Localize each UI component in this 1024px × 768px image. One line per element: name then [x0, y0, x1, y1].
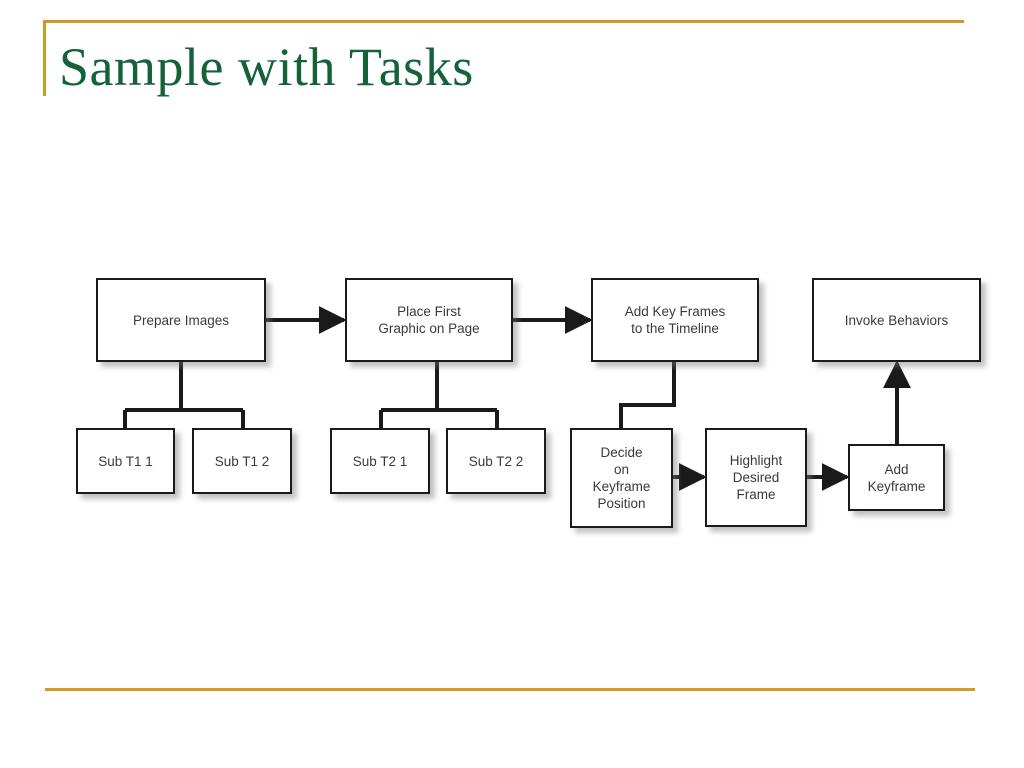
flow-node-add-key-frames[interactable]: Add Key Frames to the Timeline — [591, 278, 759, 362]
flow-node-sub-t2-1[interactable]: Sub T2 1 — [330, 428, 430, 494]
flow-node-place-first-graphic[interactable]: Place First Graphic on Page — [345, 278, 513, 362]
flow-node-invoke-behaviors[interactable]: Invoke Behaviors — [812, 278, 981, 362]
flow-node-add-keyframe[interactable]: Add Keyframe — [848, 444, 945, 511]
title-rule-left — [43, 20, 46, 96]
page-title: Sample with Tasks — [59, 37, 474, 97]
connector-addkeyframes-to-decide — [619, 362, 676, 428]
flow-node-sub-t2-2[interactable]: Sub T2 2 — [446, 428, 546, 494]
flow-node-highlight-desired-frame[interactable]: Highlight Desired Frame — [705, 428, 807, 527]
flow-node-prepare-images[interactable]: Prepare Images — [96, 278, 266, 362]
flow-node-sub-t1-1[interactable]: Sub T1 1 — [76, 428, 175, 494]
connector-place-tree — [379, 362, 499, 428]
flow-node-decide-on-keyframe-position[interactable]: Decide on Keyframe Position — [570, 428, 673, 528]
connector-prepare-tree — [123, 362, 245, 428]
title-rule-top — [43, 20, 964, 23]
footer-rule — [45, 688, 975, 691]
flow-node-sub-t1-2[interactable]: Sub T1 2 — [192, 428, 292, 494]
